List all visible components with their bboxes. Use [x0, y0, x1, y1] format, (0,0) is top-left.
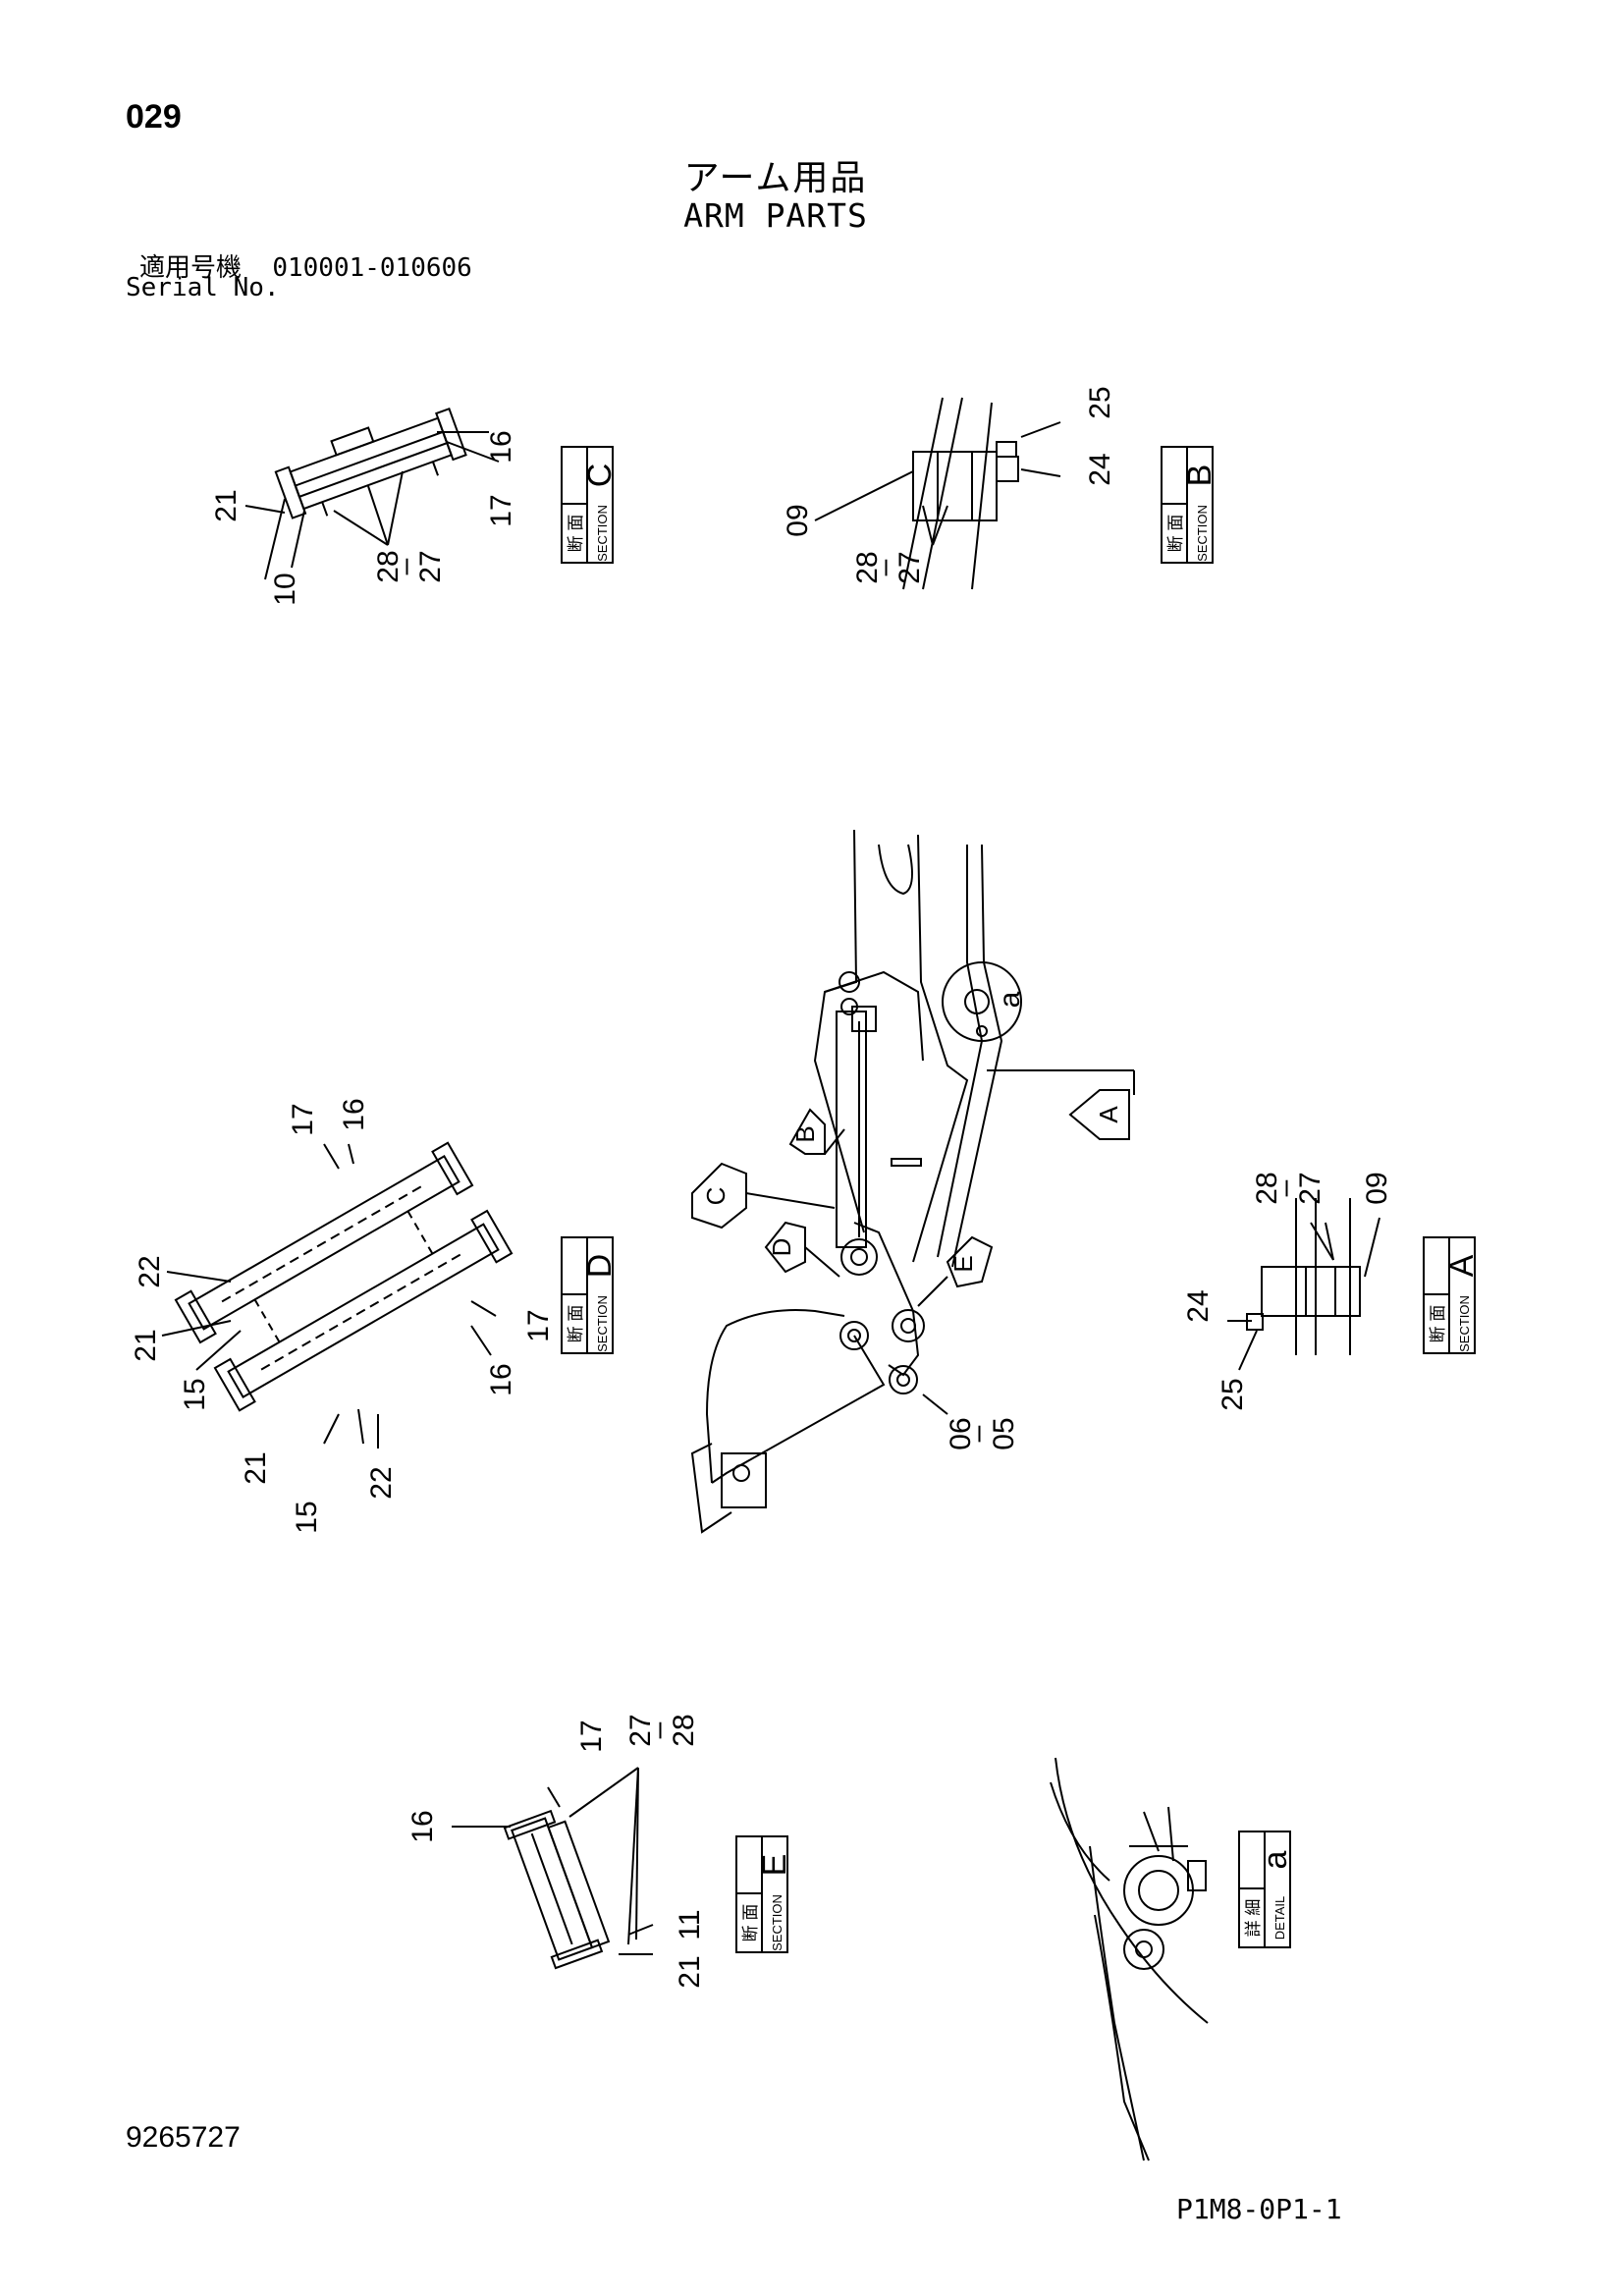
part-label: 17: [485, 494, 517, 526]
callout-letter: D: [767, 1238, 796, 1257]
part-label: 09: [782, 504, 814, 536]
section-kanji: 断 面: [741, 1904, 760, 1942]
title-japanese: アーム用品: [683, 157, 868, 197]
main-arm-view: [690, 829, 1135, 1534]
section-a-view: [1227, 1198, 1380, 1371]
part-label: 28: [668, 1714, 700, 1746]
part-label: 17: [522, 1309, 555, 1341]
detail-letter: a: [1257, 1850, 1294, 1869]
part-label: 27: [1294, 1172, 1326, 1204]
part-label: 09: [1361, 1172, 1393, 1204]
document-number: 9265727: [126, 2121, 241, 2154]
callout-letter: A: [1094, 1106, 1123, 1123]
part-label: 27: [893, 551, 926, 583]
part-label: 24: [1084, 453, 1116, 485]
section-caption: SECTION: [595, 1295, 610, 1352]
section-letter: E: [756, 1854, 793, 1877]
section-kanji: 断 面: [567, 1305, 585, 1343]
section-e-box: E 断 面 SECTION: [735, 1835, 793, 1953]
serial-label-en: Serial No.: [126, 273, 280, 302]
section-c-box: C 断 面 SECTION: [561, 446, 619, 564]
part-label: 06: [945, 1417, 977, 1449]
section-letter: D: [581, 1254, 619, 1279]
section-kanji: 断 面: [1166, 515, 1185, 553]
part-label: –: [868, 559, 900, 575]
page-number: 029: [126, 98, 182, 136]
part-label: –: [642, 1722, 675, 1738]
callout-letter: E: [948, 1255, 978, 1272]
section-b-box: B 断 面 SECTION: [1161, 446, 1218, 564]
part-label: 16: [485, 430, 517, 463]
part-label: 15: [291, 1501, 323, 1533]
serial-label-ja: 適用号機: [139, 253, 243, 283]
detail-a-view: [1050, 1757, 1209, 2161]
part-label: 28: [372, 550, 405, 582]
section-c-view: [244, 407, 500, 580]
section-kanji: 断 面: [1429, 1305, 1447, 1343]
part-label: 16: [338, 1098, 370, 1130]
part-label: 17: [575, 1720, 608, 1752]
part-label: 24: [1182, 1289, 1215, 1322]
section-e-view: [452, 1767, 654, 1970]
section-caption: SECTION: [1457, 1295, 1472, 1352]
part-label: –: [389, 558, 421, 574]
section-a-labels: 28 – 27 09 24 25: [1182, 1172, 1393, 1410]
page-code: P1M8-0P1-1: [1176, 2193, 1342, 2225]
title-english: ARM PARTS: [683, 196, 868, 235]
part-label: –: [961, 1425, 994, 1442]
main-view-callouts: a A B C D E 06 – 05: [701, 991, 1123, 1449]
section-d-labels: 17 16 22 21 15 17 16 21 15 22: [130, 1098, 555, 1533]
callout-letter: a: [994, 991, 1026, 1008]
section-caption: SECTION: [595, 505, 610, 562]
part-label: 28: [1251, 1172, 1283, 1204]
part-label: 10: [269, 573, 301, 605]
serial-line: 適用号機 010001-010606: [139, 247, 472, 284]
section-kanji: 断 面: [567, 515, 585, 553]
part-label: –: [1269, 1179, 1301, 1196]
section-caption: SECTION: [770, 1894, 784, 1951]
part-label: 27: [414, 550, 447, 582]
detail-caption: DETAIL: [1272, 1896, 1287, 1941]
serial-range: 010001-010606: [272, 253, 472, 283]
part-label: 22: [365, 1466, 398, 1499]
part-label: 05: [988, 1417, 1020, 1449]
detail-kanji: 詳 細: [1244, 1899, 1263, 1938]
callout-letter: C: [701, 1187, 730, 1206]
section-c-labels: 16 17 21 10 28 – 27: [210, 430, 517, 605]
section-letter: B: [1181, 465, 1218, 487]
detail-a-box: a 詳 細 DETAIL: [1238, 1831, 1294, 1948]
section-d-view: [161, 1141, 514, 1449]
part-label: 15: [179, 1378, 211, 1410]
part-label: 17: [287, 1103, 319, 1135]
part-label: 21: [240, 1451, 272, 1484]
section-e-labels: 17 27 – 28 16 11 21: [406, 1714, 706, 1988]
section-letter: C: [581, 464, 619, 488]
part-label: 22: [134, 1255, 166, 1287]
part-label: 16: [406, 1810, 439, 1842]
part-label: 27: [624, 1714, 657, 1746]
section-d-box: D 断 面 SECTION: [561, 1236, 619, 1354]
part-label: 28: [851, 551, 884, 583]
callout-letter: B: [790, 1125, 820, 1142]
section-a-box: A 断 面 SECTION: [1423, 1236, 1481, 1354]
part-label: 16: [485, 1363, 517, 1395]
section-b-labels: 25 24 09 28 – 27: [782, 386, 1116, 583]
part-label: 11: [674, 1909, 706, 1940]
part-label: 25: [1084, 386, 1116, 418]
part-label: 21: [130, 1329, 162, 1361]
part-label: 25: [1217, 1378, 1249, 1410]
section-letter: A: [1443, 1254, 1481, 1277]
part-label: 21: [674, 1955, 706, 1988]
section-caption: SECTION: [1195, 505, 1210, 562]
section-b-view: [814, 397, 1061, 590]
part-label: 21: [210, 489, 243, 521]
